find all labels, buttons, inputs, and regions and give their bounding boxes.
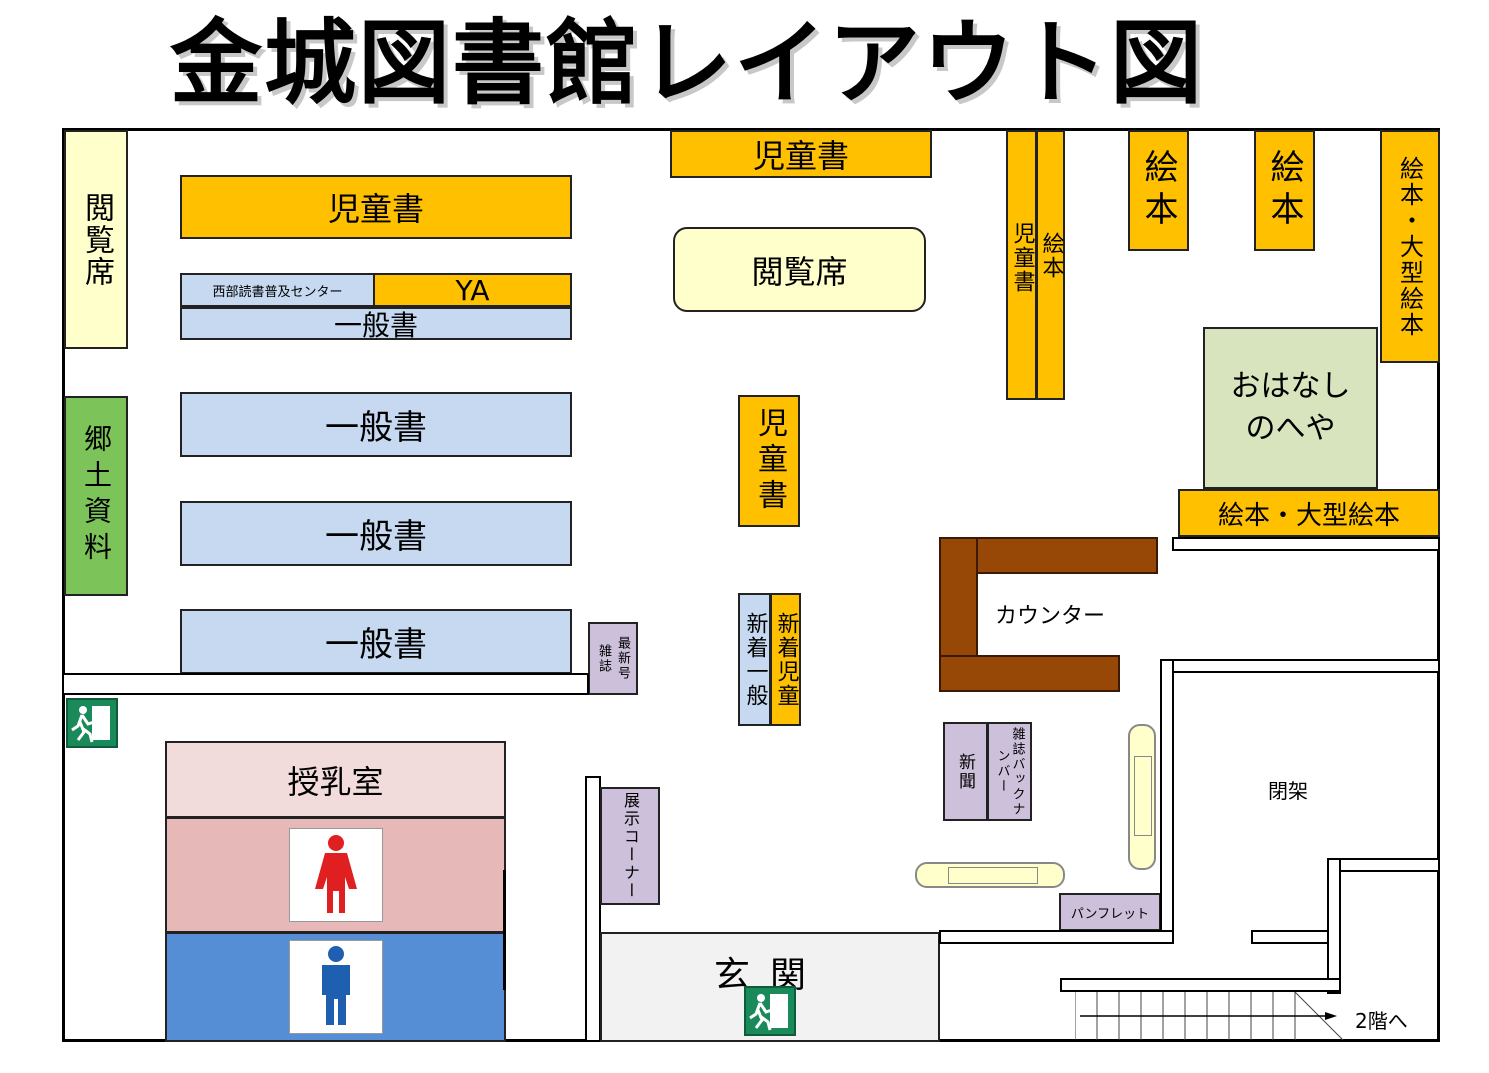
pamphlet-shelf: パンフレット bbox=[1059, 893, 1161, 931]
emergency-exit-icon bbox=[744, 986, 796, 1036]
female-pictogram bbox=[314, 835, 357, 913]
children-books-shelf-center: 児童書 bbox=[738, 395, 800, 527]
closed-stacks-wall-left bbox=[1160, 659, 1174, 942]
picture-books-shelf-2: 絵本 bbox=[1254, 130, 1315, 251]
counter-label: カウンター bbox=[995, 604, 1106, 629]
magazine-label: 雑誌 bbox=[596, 643, 611, 674]
to-second-floor-label: 2階へ bbox=[1355, 1009, 1408, 1033]
exhibition-corner: 展示コーナー bbox=[600, 787, 660, 905]
restroom-wall bbox=[503, 870, 506, 990]
sofa-horizontal-inner bbox=[948, 867, 1038, 884]
stairwell-wall-top bbox=[1339, 858, 1440, 872]
children-books-shelf-top: 児童書 bbox=[670, 130, 932, 178]
latest-issue-label: 最新号 bbox=[615, 636, 630, 681]
story-room: おはなしのへや bbox=[1203, 327, 1378, 489]
large-picture-books-shelf-bottom: 絵本・大型絵本 bbox=[1178, 489, 1440, 537]
emergency-exit-icon bbox=[66, 698, 118, 748]
partition-wall-exhibit bbox=[585, 776, 601, 1042]
general-books-shelf-3: 一般書 bbox=[180, 501, 572, 566]
seibu-center-shelf: 西部読書普及センター bbox=[180, 273, 375, 307]
partition-wall-left bbox=[62, 673, 589, 695]
exit-pictogram bbox=[749, 994, 788, 1031]
picture-books-shelf-right: 絵本 bbox=[1036, 130, 1065, 400]
new-general-shelf: 新着一般 bbox=[738, 593, 771, 726]
male-pictogram bbox=[321, 946, 350, 1025]
closed-stacks-wall-top bbox=[1172, 659, 1440, 673]
newspaper-label: 新聞 bbox=[955, 752, 975, 791]
magazine-backnumber-shelf: 雑誌バックナンバー bbox=[987, 722, 1032, 821]
children-books-shelf-1: 児童書 bbox=[180, 175, 572, 239]
stairs-arrow-icon bbox=[1080, 1012, 1337, 1020]
female-restroom-icon bbox=[288, 828, 383, 922]
general-books-shelf-2: 一般書 bbox=[180, 392, 572, 457]
reading-seats-left: 閲覧席 bbox=[64, 130, 128, 349]
closed-stacks-label: 閉架 bbox=[1268, 779, 1308, 803]
newspaper-shelf: 新聞 bbox=[943, 722, 988, 821]
ya-shelf: YA bbox=[373, 273, 572, 307]
page-title: 金城図書館レイアウト図 bbox=[170, 10, 1205, 117]
mens-restroom bbox=[165, 932, 506, 1042]
picture-books-shelf-1: 絵本 bbox=[1128, 130, 1189, 251]
nursing-room: 授乳室 bbox=[165, 741, 506, 818]
stairs bbox=[1075, 992, 1344, 1041]
male-restroom-icon bbox=[288, 940, 383, 1034]
reading-seats-center: 閲覧席 bbox=[673, 227, 926, 312]
large-picture-books-shelf-right: 絵本・大型絵本 bbox=[1380, 130, 1440, 363]
local-materials-shelf: 郷土資料 bbox=[64, 396, 128, 596]
closed-stacks-wall-bottom-right bbox=[1251, 930, 1331, 944]
womens-restroom bbox=[165, 817, 506, 933]
magazine-latest-shelf: 雑誌 最新号 bbox=[588, 622, 638, 695]
new-children-shelf: 新着児童 bbox=[770, 593, 801, 726]
counter-bottom-arm bbox=[939, 655, 1120, 692]
exit-pictogram bbox=[71, 706, 110, 743]
general-books-shelf-4: 一般書 bbox=[180, 609, 572, 674]
general-books-shelf-1: 一般書 bbox=[180, 307, 572, 342]
stairwell-wall-vertical bbox=[1327, 858, 1341, 994]
children-books-shelf-right: 児童書 bbox=[1006, 130, 1037, 400]
partition-wall-right-top bbox=[1172, 537, 1440, 551]
closed-stacks-wall-bottom bbox=[939, 930, 1174, 944]
magazine-backnumber-label: 雑誌バックナンバー bbox=[994, 726, 1025, 817]
sofa-vertical-inner bbox=[1134, 756, 1152, 836]
stairwell-wall-lower bbox=[1060, 978, 1341, 992]
